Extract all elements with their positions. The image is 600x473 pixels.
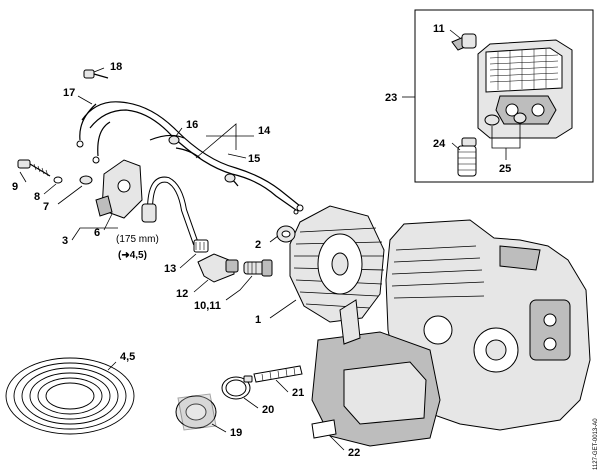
label-24: 24 [433,138,446,150]
air-filter [477,39,573,139]
ignition-lead [141,176,199,245]
screw-18 [83,69,109,79]
label-19: 19 [230,427,242,439]
label-14: 14 [258,125,271,137]
plate-22 [311,419,337,439]
spring-13 [193,239,209,253]
label-11: 11 [433,23,445,35]
label-13: 13 [164,263,176,275]
label-18: 18 [110,61,122,73]
inset-fitting-24 [457,137,477,177]
label-15: 15 [248,153,260,165]
label-20: 20 [262,404,274,416]
wiring-harness [76,101,304,215]
label-21: 21 [292,387,304,399]
inset-screw-11 [451,33,477,51]
label-17: 17 [63,87,75,99]
screw-9 [17,159,51,177]
label-6: 6 [94,227,100,239]
fuel-line-21 [253,365,303,383]
label-16: 16 [186,119,198,131]
nut-2 [276,225,296,243]
label-12: 12 [176,288,188,300]
label-8: 8 [34,191,40,203]
inset-grommets-25 [484,112,527,126]
filter-inset: 11 24 25 [414,9,594,183]
label-4-5: 4,5 [120,351,135,363]
label-7: 7 [43,201,49,213]
drawing-code: 1127-GET-0013-A0 [593,418,599,470]
label-2: 2 [255,239,261,251]
label-25: 25 [499,163,511,175]
flywheel [289,205,385,323]
ignition-module [95,159,143,219]
label-1: 1 [255,314,261,326]
plug-boot-12 [197,253,239,283]
tank-housing [311,299,441,447]
spark-plug-10-11 [243,259,273,277]
label-10-11: 10,11 [194,300,221,312]
label-22: 22 [348,447,360,459]
label-23: 23 [385,92,397,104]
engine-block [385,219,591,431]
note-length: (175 mm) [116,234,159,245]
washer-8 [53,176,63,184]
clip-7 [79,175,93,185]
manifold-19 [175,393,217,431]
label-3: 3 [62,235,68,247]
clamp-20 [221,375,253,400]
spiral-cable [5,357,135,435]
label-9: 9 [12,181,18,193]
note-ref: (➜4,5) [118,250,147,261]
